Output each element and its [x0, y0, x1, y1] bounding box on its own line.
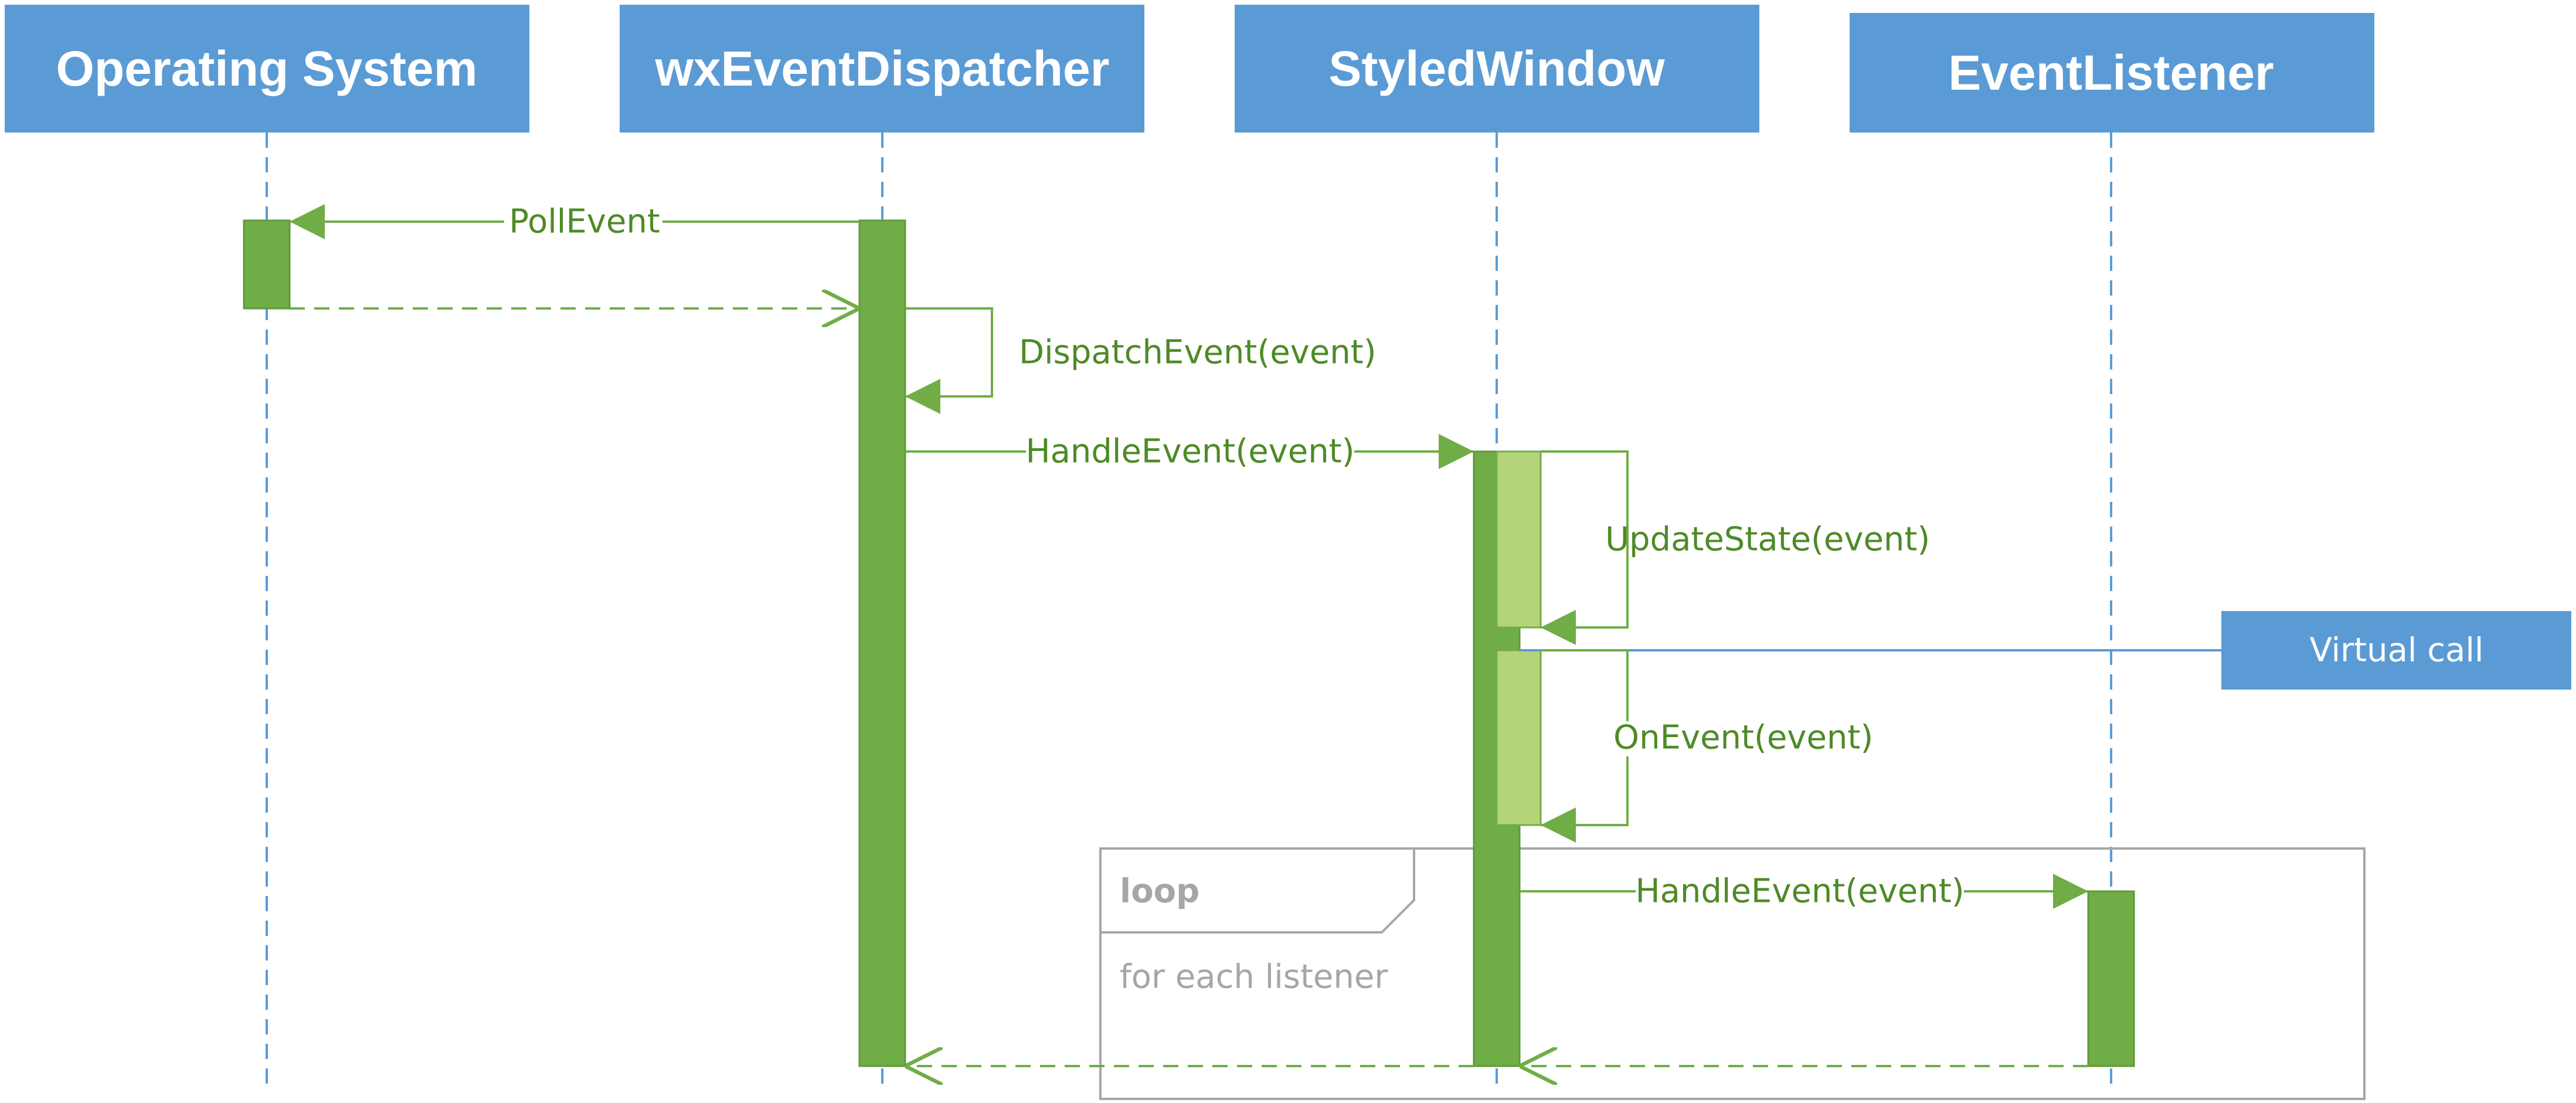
note-label: Virtual call — [2309, 632, 2483, 670]
loop-guard: for each listener — [1120, 958, 1388, 996]
activation-dispatcher — [858, 219, 906, 1067]
message-update-state: UpdateState(event) — [1541, 450, 1930, 645]
message-on-event: OnEvent(event) — [1541, 649, 1876, 843]
actor-label: EventListener — [1948, 45, 2274, 100]
message-label: UpdateState(event) — [1605, 521, 1930, 559]
message-handle-event-listener: HandleEvent(event) — [1520, 873, 2088, 911]
actor-wx-event-dispatcher: wxEventDispatcher — [620, 5, 1144, 133]
activation-window-on-event — [1496, 649, 1542, 826]
activation-os — [243, 219, 291, 310]
message-handle-event-window: HandleEvent(event) — [905, 433, 1474, 471]
actor-label: wxEventDispatcher — [655, 41, 1110, 96]
message-label: OnEvent(event) — [1613, 719, 1873, 757]
activation-window-update-state — [1496, 450, 1542, 629]
message-dispatch-event: DispatchEvent(event) — [905, 307, 1377, 414]
actor-event-listener: EventListener — [1850, 13, 2374, 133]
loop-tag: loop — [1120, 873, 1199, 911]
message-label: DispatchEvent(event) — [1019, 334, 1377, 372]
message-poll-event: PollEvent — [290, 203, 859, 241]
message-label: HandleEvent(event) — [1635, 873, 1964, 911]
activation-listener — [2087, 890, 2135, 1067]
message-label: HandleEvent(event) — [1025, 433, 1354, 471]
loop-frame: loop for each listener — [1099, 847, 2366, 1100]
actor-styled-window: StyledWindow — [1235, 5, 1759, 133]
actor-label: Operating System — [56, 41, 478, 96]
actor-label: StyledWindow — [1328, 41, 1665, 96]
message-label: PollEvent — [509, 203, 660, 241]
note-virtual-call: Virtual call — [1520, 611, 2571, 690]
actor-operating-system: Operating System — [5, 5, 529, 133]
